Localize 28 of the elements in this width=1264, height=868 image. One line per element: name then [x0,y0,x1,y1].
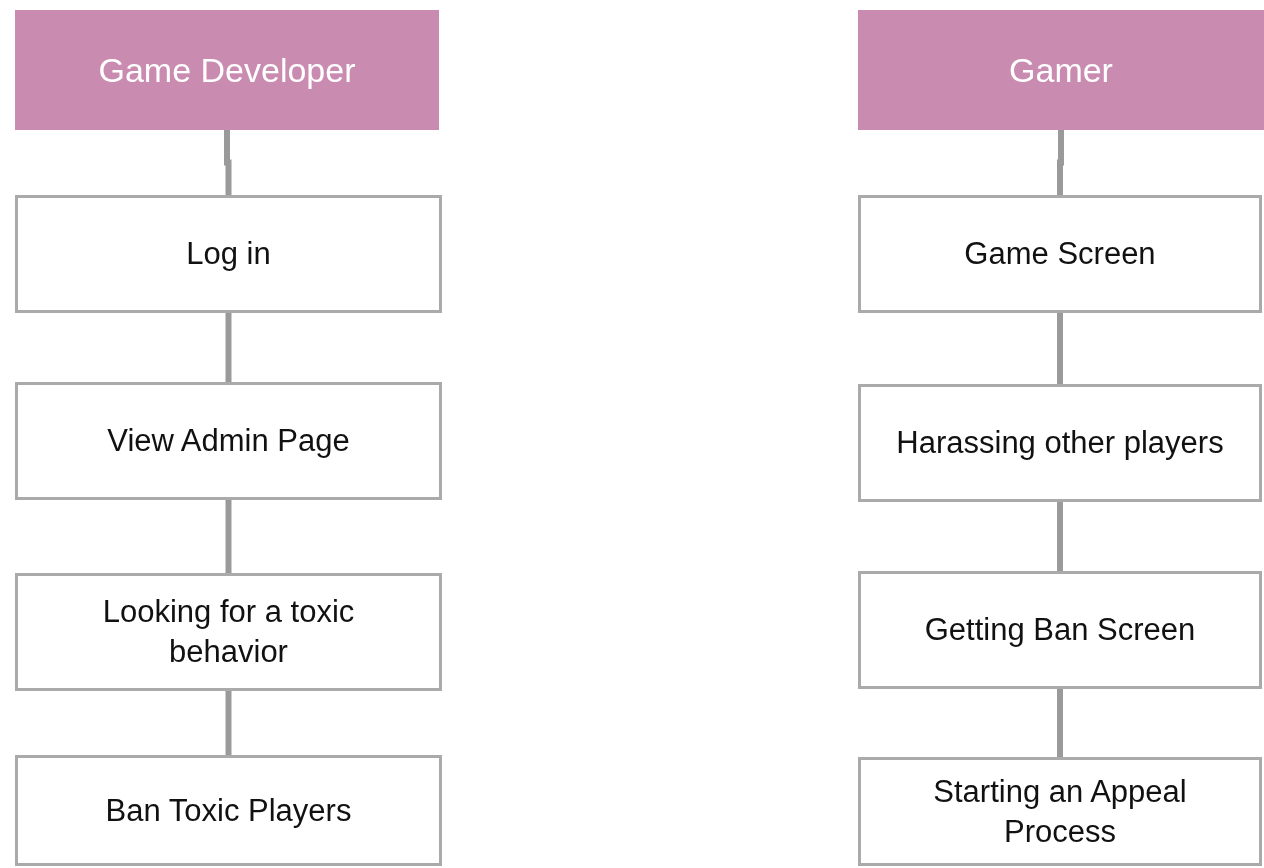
box-label: Log in [186,235,271,273]
header-box [858,10,1264,130]
box-label: Game Developer [98,49,356,91]
box-label: Starting an Appeal Process [932,772,1188,851]
step-box [15,195,442,313]
box-label: Getting Ban Screen [924,611,1196,649]
step-box [858,384,1262,502]
connector-line [1057,502,1063,571]
step-box [15,755,442,866]
step-box [858,571,1262,689]
box-label: Looking for a toxic behavior [101,593,356,671]
connector-line [1057,689,1063,757]
step-box [15,573,442,691]
box-label: Ban Toxic Players [105,791,352,830]
step-box [858,195,1262,313]
header-box [15,10,439,130]
box-label: Game Screen [964,235,1156,273]
connector-line [1057,313,1063,384]
connector-line [1057,130,1064,195]
connector-line [225,313,232,382]
box-label: Harassing other players [896,424,1224,462]
box-label: Gamer [1009,49,1113,91]
step-box [15,382,442,500]
box-label: View Admin Page [107,422,350,460]
connector-line [224,130,232,195]
step-box [858,757,1262,866]
connector-line [225,500,232,573]
connector-line [225,691,232,755]
